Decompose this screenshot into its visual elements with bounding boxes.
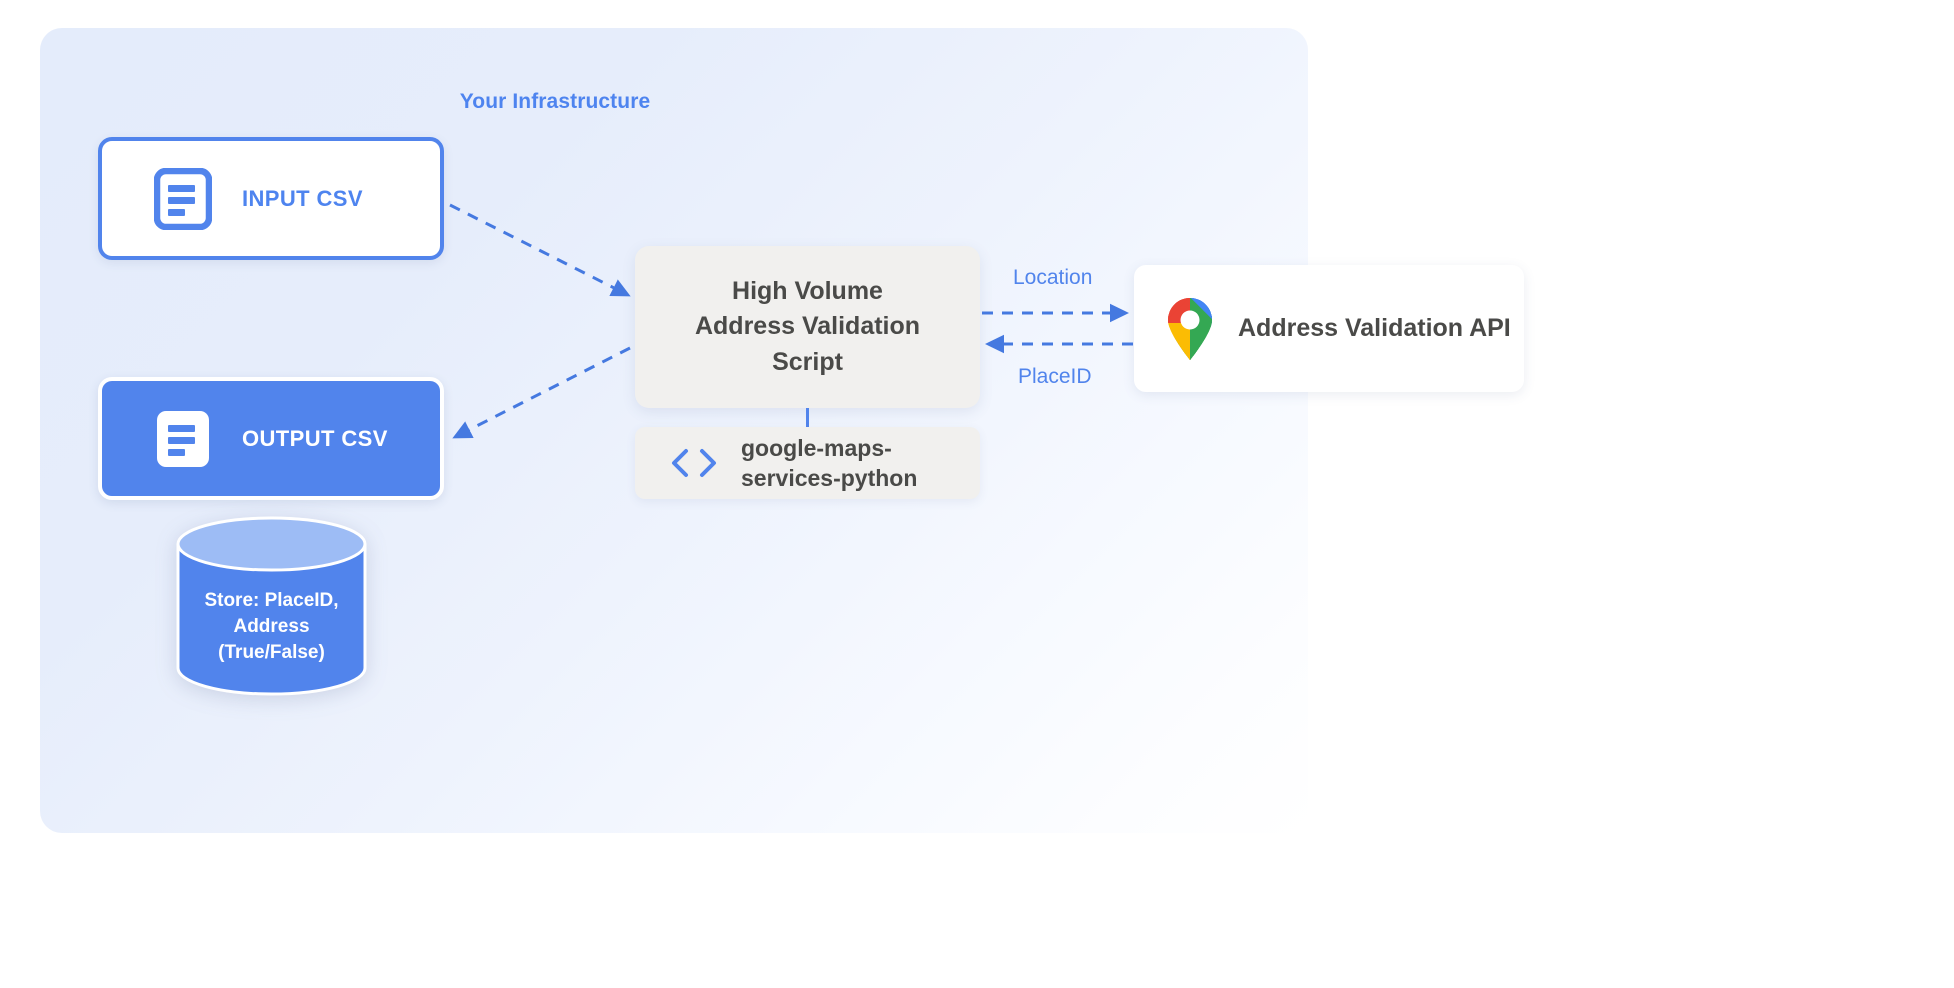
google-maps-services-python-node[interactable]: google-maps- services-python	[635, 427, 980, 499]
high-volume-script-node[interactable]: High Volume Address Validation Script	[635, 246, 980, 408]
edge-label-placeid: PlaceID	[1018, 365, 1092, 388]
edge-label-location: Location	[1013, 266, 1093, 289]
input-csv-node[interactable]: INPUT CSV	[98, 137, 444, 260]
api-label: Address Validation API	[1238, 314, 1511, 342]
script-library-connector	[806, 408, 809, 428]
input-csv-label: INPUT CSV	[242, 185, 363, 211]
datastore-cylinder[interactable]	[175, 516, 368, 696]
library-label: google-maps- services-python	[741, 434, 918, 491]
output-csv-node[interactable]: OUTPUT CSV	[98, 377, 444, 500]
document-icon	[154, 167, 212, 230]
address-validation-api-node[interactable]: Address Validation API	[1134, 265, 1524, 392]
panel-title: Your Infrastructure	[459, 90, 651, 113]
script-label: High Volume Address Validation Script	[694, 276, 921, 376]
document-icon	[157, 410, 209, 467]
output-csv-label: OUTPUT CSV	[242, 425, 388, 451]
code-brackets-icon	[672, 449, 716, 477]
google-maps-pin-icon	[1168, 297, 1212, 360]
